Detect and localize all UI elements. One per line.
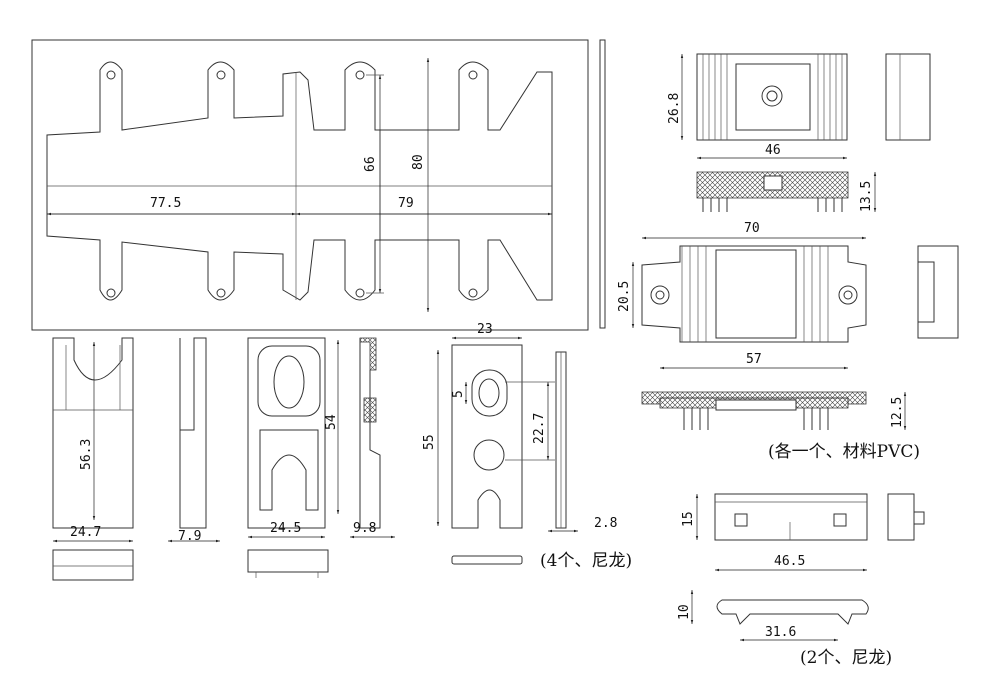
dim-span: 31.6: [765, 625, 796, 640]
dim-fin2: 12.5: [890, 397, 905, 428]
dim-inner: 57: [746, 352, 762, 367]
dim-thickness: 7.9: [178, 529, 201, 544]
mount-hole: [106, 70, 116, 80]
part-e: 15 46.5 10 31.6 (2个、尼龙): [677, 493, 925, 668]
part-b-bottom-view: [247, 549, 329, 573]
dim-width: 46: [765, 143, 781, 158]
dim-width-left: 77.5: [150, 196, 181, 211]
dim-height: 15: [681, 511, 696, 527]
part-e-front-view: [714, 493, 868, 541]
dim-hole-pos: 22.7: [532, 413, 547, 444]
dim-height: 55: [422, 434, 437, 450]
dim-width: 46.5: [774, 554, 805, 569]
part-a: 56.3 24.7 7.9: [52, 337, 220, 581]
dim-fin: 13.5: [859, 181, 874, 212]
mount-hole: [216, 288, 226, 298]
mount-hole: [468, 70, 478, 80]
part-d: 26.8 46 13.5 70 20.5 57: [617, 53, 959, 462]
dim-hole: 5: [451, 390, 466, 398]
part-c: 23 55 5 22.7 2.8 (4个、尼龙): [422, 322, 632, 571]
dim-thickness: 9.8: [353, 521, 376, 536]
part-d-top-view: [696, 53, 848, 141]
dim-height2: 20.5: [617, 281, 632, 312]
mount-hole: [106, 288, 116, 298]
note-part-e: (2个、尼龙): [800, 648, 892, 668]
mount-hole: [216, 70, 226, 80]
flat-pattern-panel: 77.5 79 66 80: [31, 39, 589, 331]
note-part-d: (各一个、材料PVC): [768, 442, 920, 462]
dim-width: 24.7: [70, 525, 101, 540]
dim-height: 26.8: [667, 93, 682, 124]
panel-upper-outline: [46, 61, 553, 186]
dim-height: 56.3: [79, 439, 94, 470]
dim-width-right: 79: [398, 196, 414, 211]
dim-width: 24.5: [270, 521, 301, 536]
panel-border: [31, 39, 589, 331]
mount-hole: [355, 288, 365, 298]
dim-total: 70: [744, 221, 760, 236]
part-c-bottom-view: [451, 555, 523, 565]
dim-height2: 10: [677, 604, 692, 620]
mount-hole: [355, 70, 365, 80]
dim-height-inner: 66: [363, 156, 378, 172]
panel-lower-outline: [46, 186, 553, 301]
mount-hole: [468, 288, 478, 298]
dim-height: 54: [324, 414, 339, 430]
panel-side-view: [599, 39, 606, 329]
dim-thickness: 2.8: [594, 516, 617, 531]
part-a-bottom-view: [52, 549, 134, 581]
part-b: 54 24.5 9.8: [247, 337, 395, 578]
note-part-c: (4个、尼龙): [540, 551, 632, 571]
dim-width: 23: [477, 322, 493, 337]
dim-height-outer: 80: [411, 154, 426, 170]
